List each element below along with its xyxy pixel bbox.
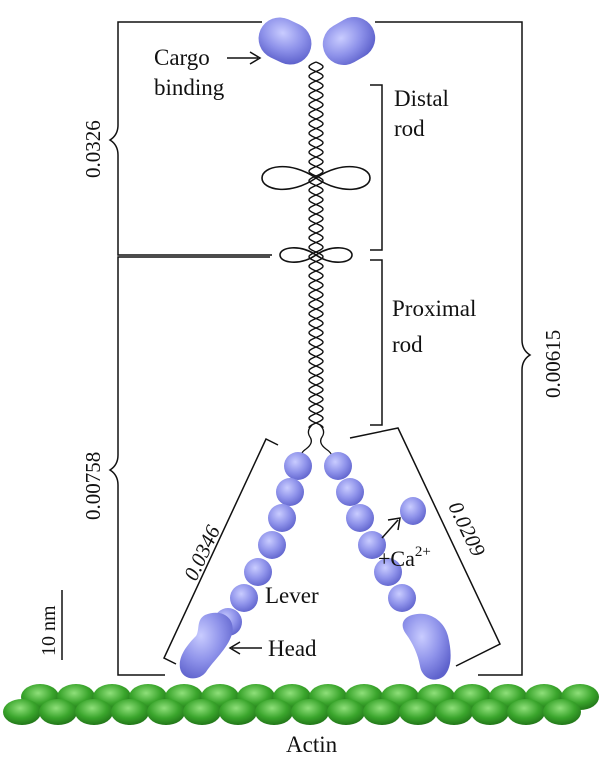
cargo-label-line1: Cargo (154, 45, 210, 70)
right-lever-light-chain (336, 478, 364, 506)
cargo-bracket-value: 0.0326 (81, 120, 105, 178)
left-lever-light-chain (284, 452, 312, 480)
cargo-domain-left (258, 17, 312, 65)
actin-filament (3, 684, 599, 725)
actin-monomer (399, 699, 437, 725)
brackets (61, 21, 532, 676)
labels: Cargo binding Distal rod Proximal rod Le… (38, 45, 565, 757)
left-head (179, 612, 233, 679)
coiled-coil-rod (308, 61, 324, 429)
actin-monomer (255, 699, 293, 725)
proximal-label-line1: Proximal (392, 296, 476, 321)
actin-monomer (3, 699, 41, 725)
lower-left-bracket-value: 0.00758 (81, 452, 105, 520)
right-lever-light-chain (358, 531, 386, 559)
actin-monomer (363, 699, 401, 725)
free-light-chain (400, 497, 426, 525)
actin-monomer (291, 699, 329, 725)
rod-neck-links (300, 424, 333, 458)
right-lever-light-chain (346, 504, 374, 532)
head-label: Head (268, 636, 317, 661)
arrows (227, 51, 401, 655)
left-lever-bracket (163, 437, 279, 665)
actin-monomer (435, 699, 473, 725)
left-lever-light-chain (230, 584, 258, 612)
right-lever (324, 452, 416, 612)
left-lever (214, 452, 312, 636)
rod-loops (261, 165, 371, 263)
actin-monomer (111, 699, 149, 725)
actin-monomer (147, 699, 185, 725)
calcium-arrow (381, 519, 399, 539)
actin-monomer (543, 699, 581, 725)
actin-monomer (183, 699, 221, 725)
calcium-arrowhead (387, 517, 401, 531)
left-lever-light-chain (276, 478, 304, 506)
actin-monomer (507, 699, 545, 725)
distal-rod-bracket (370, 84, 383, 251)
right-lever-bracket (349, 427, 501, 667)
proximal-loop-right (314, 247, 353, 263)
left-lever-light-chain (268, 504, 296, 532)
proximal-loop-left (279, 247, 318, 263)
left-lever-bracket-value: 0.0346 (179, 521, 225, 584)
right-lever-light-chain (324, 452, 352, 480)
actin-monomer (471, 699, 509, 725)
distal-loop-right (314, 165, 371, 191)
cargo-arrowhead (249, 51, 262, 65)
right-lever-light-chain (388, 584, 416, 612)
actin-monomer (219, 699, 257, 725)
cargo-label-line2: binding (154, 75, 225, 100)
actin-monomer (75, 699, 113, 725)
cargo-binding-domains (258, 17, 376, 65)
actin-monomer (39, 699, 77, 725)
right-total-bracket (375, 21, 532, 676)
proximal-label-line2: rod (392, 332, 423, 357)
motor-heads (179, 497, 451, 680)
scale-bar-label: 10 nm (38, 605, 60, 656)
right-lever-bracket-value: 0.0209 (444, 498, 491, 561)
distal-label-line2: rod (394, 116, 425, 141)
cargo-bracket (108, 21, 272, 256)
actin-monomer (327, 699, 365, 725)
left-lever-light-chain (244, 558, 272, 586)
distal-loop-left (261, 165, 318, 191)
left-lever-light-chain (258, 531, 286, 559)
right-total-bracket-value: 0.00615 (541, 330, 565, 398)
cargo-domain-right (322, 17, 376, 65)
head-arrowhead (228, 641, 241, 655)
proximal-rod-bracket (370, 259, 383, 426)
lower-left-bracket (108, 256, 270, 676)
actin-label: Actin (286, 732, 338, 757)
distal-label-line1: Distal (394, 86, 449, 111)
right-head (402, 613, 451, 680)
right-lever-light-chain (374, 558, 402, 586)
lever-label: Lever (265, 583, 319, 608)
calcium-label: +Ca2+ (378, 544, 431, 571)
